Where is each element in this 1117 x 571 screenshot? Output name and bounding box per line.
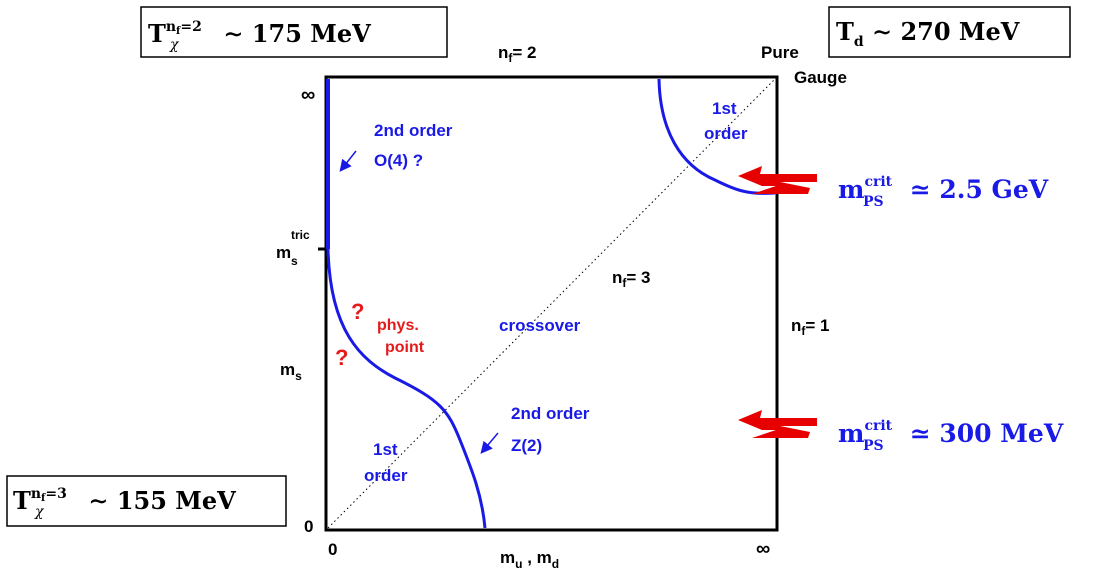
nf3-diagonal bbox=[327, 78, 776, 529]
question-mark-lower: ? bbox=[335, 345, 348, 370]
x-axis-infinity: ∞ bbox=[756, 538, 770, 560]
x-axis-label: mu , md bbox=[500, 548, 559, 571]
z2-boundary-curve bbox=[326, 248, 487, 529]
label-crossover: crossover bbox=[499, 316, 581, 335]
label-nf3: nf= 3 bbox=[612, 268, 651, 290]
arrow-z2-icon bbox=[480, 432, 499, 454]
lightning-arrow-bottom-icon bbox=[738, 410, 817, 438]
label-first-order-bottom: 1st order bbox=[364, 440, 408, 485]
box-td-frame bbox=[828, 6, 1071, 58]
y-axis-infinity: ∞ bbox=[301, 84, 315, 106]
label-gauge: Gauge bbox=[794, 68, 847, 87]
label-second-order-z2: 2nd order Z(2) bbox=[511, 404, 594, 455]
label-nf2: nf= 2 bbox=[498, 43, 537, 65]
label-phys-point: phys. point bbox=[377, 317, 425, 356]
box-tchi-nf3-frame bbox=[6, 475, 287, 527]
plot-frame bbox=[324, 75, 779, 532]
label-second-order-o4: 2nd order O(4) ? bbox=[374, 121, 457, 170]
arrow-o4-icon bbox=[339, 150, 357, 172]
pure-gauge-boundary-curve bbox=[657, 78, 776, 195]
box-tchi-nf2-frame bbox=[140, 6, 448, 58]
label-pure: Pure bbox=[761, 43, 799, 62]
label-first-order-top: 1st order bbox=[704, 99, 748, 143]
y-axis-zero: 0 bbox=[304, 517, 313, 536]
lightning-arrow-top-icon bbox=[738, 166, 817, 194]
td-text: Td ∼ 270 MeV bbox=[836, 17, 1020, 50]
y-axis-ms: ms bbox=[280, 360, 302, 383]
question-mark-upper: ? bbox=[351, 299, 364, 324]
box-td: Td ∼ 270 MeV bbox=[828, 6, 1071, 58]
label-nf1: nf= 1 bbox=[791, 316, 830, 338]
x-axis-zero: 0 bbox=[328, 540, 337, 559]
